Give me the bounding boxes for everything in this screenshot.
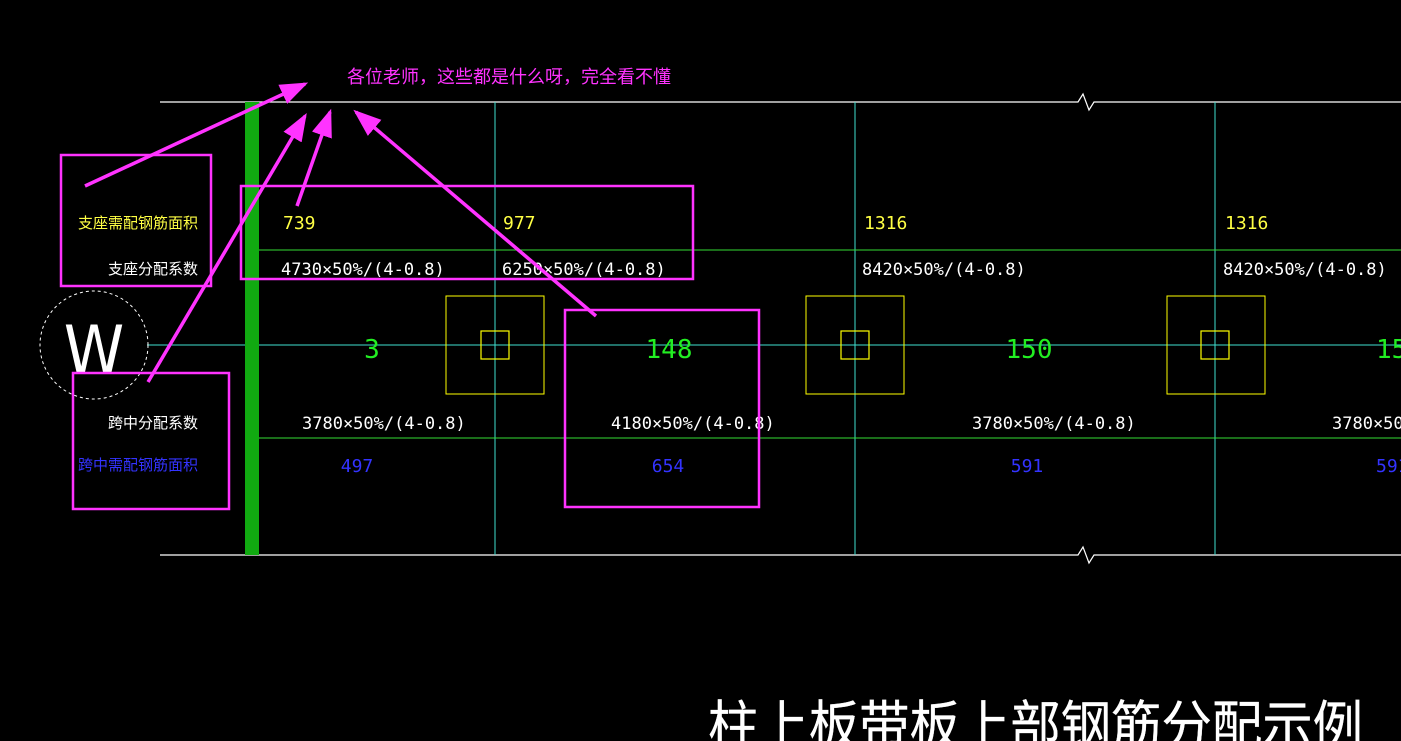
highlight-box-midspan-labels bbox=[71, 371, 231, 511]
annotation-arrow bbox=[353, 109, 598, 318]
annotation-arrow bbox=[146, 112, 307, 383]
column-1 bbox=[445, 295, 545, 395]
annotation-arrow bbox=[84, 82, 309, 188]
midspan-area-value: 497 bbox=[341, 456, 374, 477]
support-area-value: 1316 bbox=[1225, 213, 1268, 234]
midspan-factor-formula: 3780×50%/(4-0.8) bbox=[972, 414, 1136, 434]
column-3 bbox=[1166, 295, 1266, 395]
label-midspan-factor: 跨中分配系数 bbox=[108, 414, 198, 432]
midspan-factor-formula: 3780×50%/(4-0.8) bbox=[1332, 414, 1401, 434]
label-support-factor: 支座分配系数 bbox=[108, 260, 198, 278]
annotation-arrow bbox=[295, 108, 332, 207]
support-area-value: 1316 bbox=[864, 213, 907, 234]
span-number: 148 bbox=[646, 335, 693, 365]
midspan-factor-formula: 3780×50%/(4-0.8) bbox=[302, 414, 466, 434]
highlight-box-support-labels bbox=[59, 153, 213, 288]
annotation-question: 各位老师，这些都是什么呀，完全看不懂 bbox=[347, 67, 671, 88]
label-support-area: 支座需配钢筋面积 bbox=[78, 214, 198, 232]
label-midspan-area: 跨中需配钢筋面积 bbox=[78, 456, 198, 474]
span-number: 3 bbox=[364, 335, 380, 365]
axis-marker-circle bbox=[39, 290, 149, 400]
span-number: 152 bbox=[1376, 335, 1401, 365]
wall-bar bbox=[245, 102, 259, 555]
support-area-value: 977 bbox=[503, 213, 536, 234]
highlight-box-support-values bbox=[239, 184, 695, 281]
support-factor-formula: 8420×50%/(4-0.8) bbox=[862, 260, 1026, 280]
drawing-title: 柱上板带板上部钢筋分配示例 bbox=[708, 695, 1363, 741]
slab-top-edge bbox=[160, 92, 1401, 112]
highlight-box-span-148 bbox=[563, 308, 761, 509]
support-factor-formula: 8420×50%/(4-0.8) bbox=[1223, 260, 1387, 280]
midspan-area-value: 654 bbox=[652, 456, 685, 477]
midspan-factor-formula: 4180×50%/(4-0.8) bbox=[611, 414, 775, 434]
midspan-area-value: 591 bbox=[1011, 456, 1044, 477]
midspan-area-value: 591 bbox=[1376, 456, 1401, 477]
support-factor-formula: 6250×50%/(4-0.8) bbox=[502, 260, 666, 280]
support-area-value: 739 bbox=[283, 213, 316, 234]
span-number: 150 bbox=[1006, 335, 1053, 365]
support-factor-formula: 4730×50%/(4-0.8) bbox=[281, 260, 445, 280]
slab-bottom-edge bbox=[160, 545, 1401, 565]
column-2 bbox=[805, 295, 905, 395]
